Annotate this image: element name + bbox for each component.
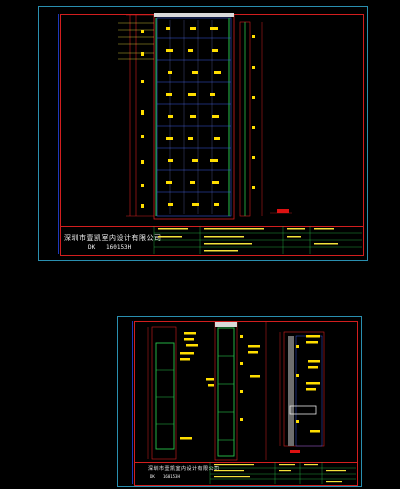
elevation-right-bottom (279, 331, 325, 453)
drawing-code-prefix-top: DK (88, 244, 96, 251)
binding-margin-top (44, 14, 59, 254)
drawing-code-prefix-bottom: DK (150, 474, 155, 479)
elevation-main-top (118, 13, 292, 220)
drawing-code-number-bottom: 160153H (163, 474, 180, 479)
title-block-top (60, 226, 364, 256)
drawing-code-number-top: 160153H (106, 244, 132, 251)
elevation-left-bottom (147, 326, 198, 460)
elevation-center-bottom (206, 321, 267, 461)
title-block-grid-top (153, 226, 362, 254)
binding-margin-bottom (121, 321, 133, 484)
drawing-sheet-top (38, 6, 368, 261)
drawing-sheet-bottom (117, 316, 362, 487)
company-name-top: 深圳市壹凯室内设计有限公司 (64, 234, 162, 242)
company-name-bottom: 深圳市壹凯室内设计有限公司 (148, 466, 220, 472)
title-block-bottom (134, 462, 358, 486)
title-block-grid-bottom (209, 462, 356, 484)
